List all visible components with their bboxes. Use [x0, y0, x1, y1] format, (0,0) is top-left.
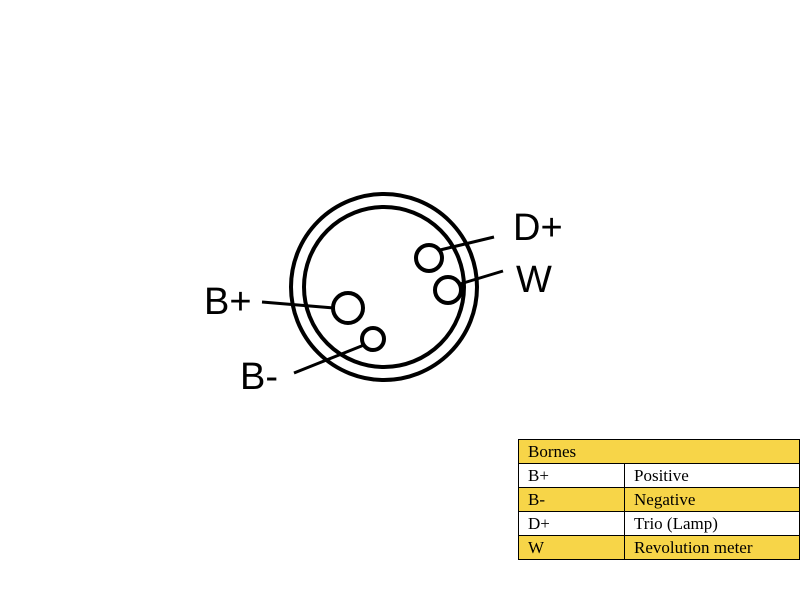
pin-hole-d-plus [414, 243, 444, 273]
legend-row-b-minus: B- Negative [518, 487, 800, 512]
pin-hole-b-minus [360, 326, 386, 352]
legend-row-b-plus: B+ Positive [518, 463, 800, 488]
legend-meaning: Trio (Lamp) [624, 511, 800, 536]
leader-line-d-plus [439, 235, 495, 252]
connector-inner-ring [302, 205, 466, 369]
legend-code: D+ [518, 511, 625, 536]
legend-header-row: Bornes [518, 439, 800, 464]
pin-label-b-minus: B- [240, 356, 278, 398]
legend-meaning: Revolution meter [624, 535, 800, 560]
legend-row-d-plus: D+ Trio (Lamp) [518, 511, 800, 536]
pin-hole-w [433, 275, 463, 305]
leader-line-b-minus [293, 343, 365, 375]
connector-outer-ring [289, 192, 479, 382]
pin-label-d-plus: D+ [513, 207, 563, 249]
legend-code: W [518, 535, 625, 560]
legend-row-w: W Revolution meter [518, 535, 800, 560]
leader-line-b-plus [261, 300, 335, 310]
legend-code: B- [518, 487, 625, 512]
legend-code: B+ [518, 463, 625, 488]
pin-label-w: W [516, 259, 552, 301]
leader-line-w [459, 269, 504, 286]
legend-header: Bornes [518, 439, 800, 464]
pin-label-b-plus: B+ [204, 281, 252, 323]
legend-meaning: Positive [624, 463, 800, 488]
legend-meaning: Negative [624, 487, 800, 512]
pin-hole-b-plus [331, 291, 365, 325]
terminal-legend-table: Bornes B+ Positive B- Negative D+ Trio (… [518, 439, 800, 560]
